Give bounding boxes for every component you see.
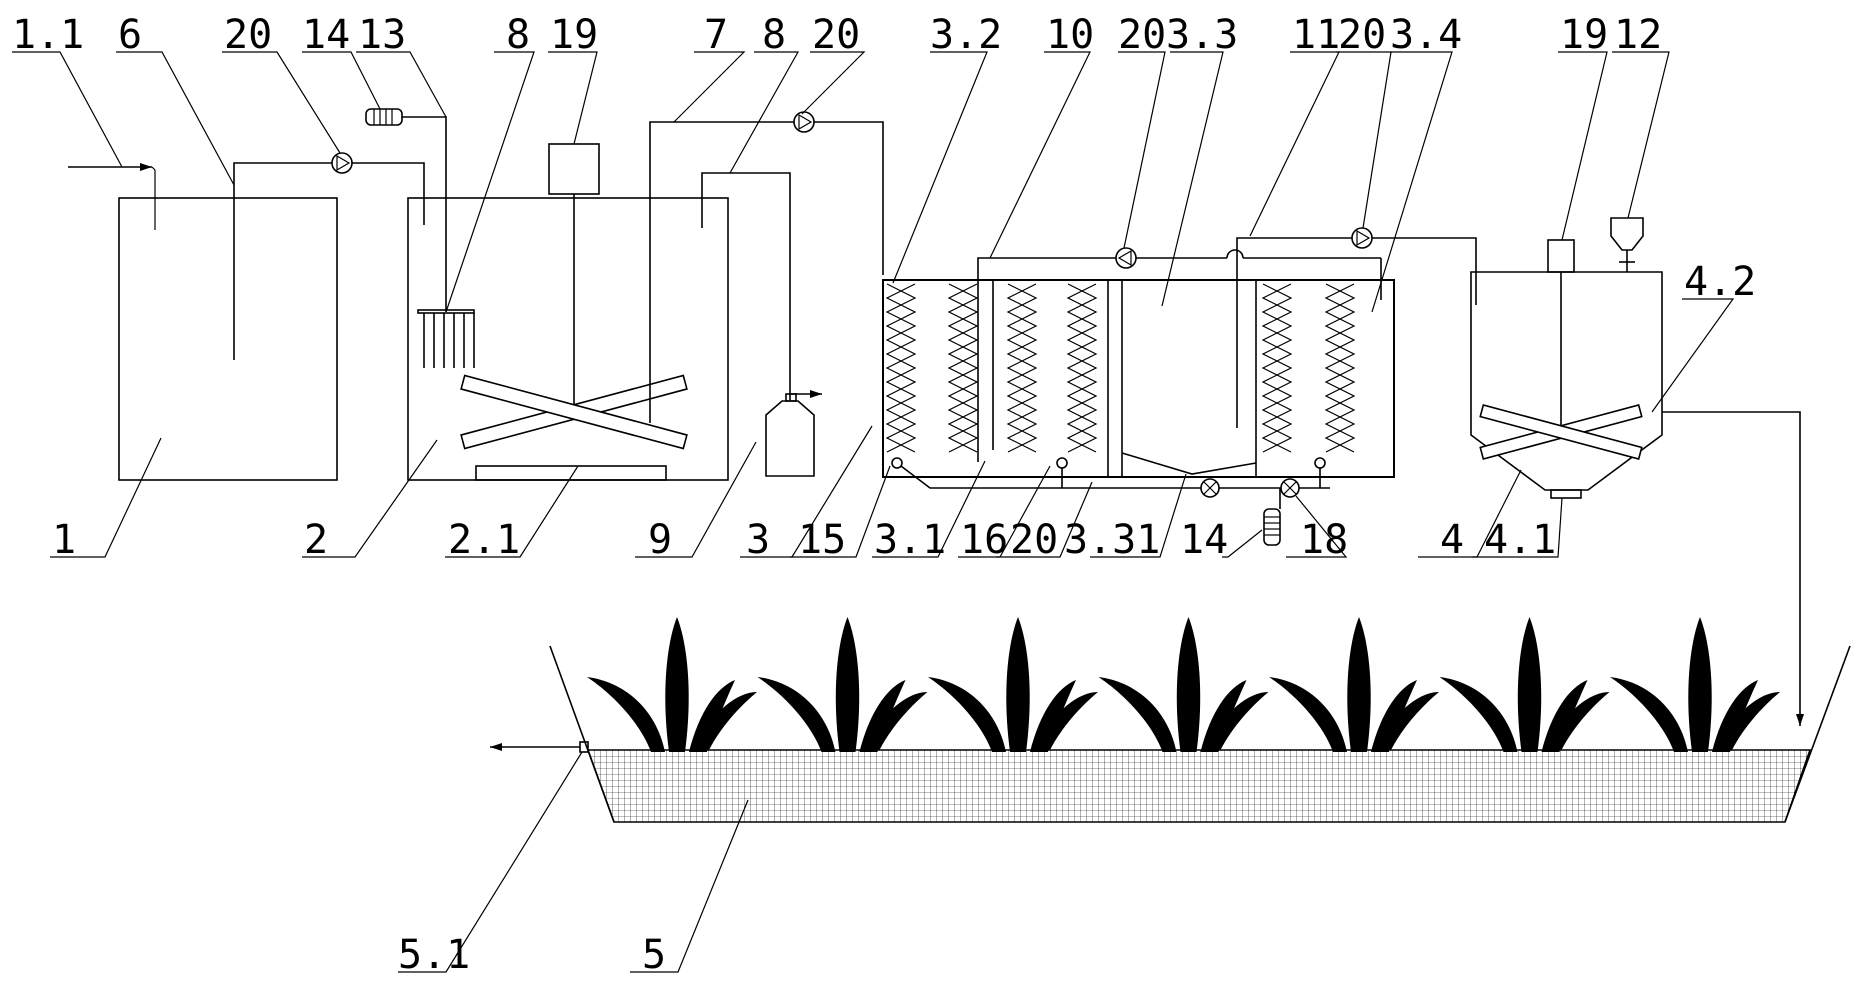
label-8-b: 8 xyxy=(762,12,786,58)
label-1-1: 1.1 xyxy=(12,12,84,58)
gas-cylinder-14-bottom xyxy=(1263,508,1281,546)
motor-icon xyxy=(548,143,600,195)
pipe-4-2 xyxy=(1662,411,1804,726)
tank-2 xyxy=(407,143,729,481)
label-19-a: 19 xyxy=(550,12,598,58)
label-14-b: 14 xyxy=(1180,517,1228,563)
gas-cylinder-14-top xyxy=(365,108,447,312)
label-13: 13 xyxy=(358,12,406,58)
tank-1 xyxy=(118,170,338,481)
diffuser-icon xyxy=(1314,457,1326,469)
plant-icon xyxy=(1439,617,1610,752)
packing-column-6 xyxy=(1324,283,1356,453)
pipe-1-2 xyxy=(233,162,425,225)
label-6: 6 xyxy=(118,12,142,58)
label-15: 15 xyxy=(798,517,846,563)
label-20-b: 20 xyxy=(812,12,860,58)
label-10: 10 xyxy=(1046,12,1094,58)
label-4-2: 4.2 xyxy=(1684,259,1756,305)
label-4-1: 4.1 xyxy=(1484,517,1556,563)
label-9: 9 xyxy=(648,517,672,563)
label-2-1: 2.1 xyxy=(448,517,520,563)
label-3-31: 3.31 xyxy=(1064,517,1160,563)
label-3-2: 3.2 xyxy=(930,12,1002,58)
plant-icon xyxy=(1269,617,1439,752)
plant-icon xyxy=(928,617,1098,752)
air-line xyxy=(891,457,1330,509)
label-20-d: 20 xyxy=(1338,12,1386,58)
pipe-8 xyxy=(701,172,791,400)
plants xyxy=(587,617,1780,752)
label-20-a: 20 xyxy=(224,12,272,58)
label-5: 5 xyxy=(642,932,666,978)
leader-lines xyxy=(12,51,1735,973)
label-16: 16 xyxy=(960,517,1008,563)
label-3-1: 3.1 xyxy=(874,517,946,563)
plant-icon xyxy=(587,617,757,752)
packing-column-5 xyxy=(1261,283,1293,453)
plant-icon xyxy=(1098,617,1269,752)
label-8-a: 8 xyxy=(506,12,530,58)
motor-icon xyxy=(1547,239,1575,273)
pipe-10 xyxy=(977,247,1382,280)
plant-icon xyxy=(1610,617,1780,752)
label-3-3: 3.3 xyxy=(1166,12,1238,58)
label-4: 4 xyxy=(1440,517,1464,563)
label-3: 3 xyxy=(746,517,770,563)
label-18: 18 xyxy=(1300,517,1348,563)
packing-column-4 xyxy=(1066,283,1098,453)
label-3-4: 3.4 xyxy=(1390,12,1462,58)
packing-column-2 xyxy=(947,283,979,453)
valve-icon xyxy=(1200,478,1220,498)
tank-4 xyxy=(1470,217,1663,499)
pipe-7 xyxy=(649,111,884,423)
label-12: 12 xyxy=(1614,12,1662,58)
packing-column-3 xyxy=(1006,283,1038,453)
label-20-e: 20 xyxy=(1010,517,1058,563)
label-1: 1 xyxy=(52,517,76,563)
wetland-5 xyxy=(490,645,1851,823)
packing-column-1 xyxy=(885,283,917,453)
pipe-11 xyxy=(1236,227,1477,305)
packing-columns xyxy=(885,283,1356,453)
label-2: 2 xyxy=(304,517,328,563)
label-7: 7 xyxy=(704,12,728,58)
dosing-funnel-icon xyxy=(1610,217,1644,251)
label-19-b: 19 xyxy=(1560,12,1608,58)
diffuser-icon xyxy=(1056,457,1068,469)
label-20-c: 20 xyxy=(1118,12,1166,58)
diffuser-icon xyxy=(891,457,903,469)
reactor-3 xyxy=(882,266,1395,478)
vessel-9 xyxy=(765,390,822,477)
valve-18-icon xyxy=(1280,478,1300,498)
labels: 1.1 6 20 14 13 8 19 7 8 20 3.2 10 20 3.3… xyxy=(12,12,1756,978)
plant-icon xyxy=(757,617,928,752)
label-5-1: 5.1 xyxy=(398,932,470,978)
inlet-arrow xyxy=(68,163,156,171)
pump-icon xyxy=(331,152,353,174)
label-11: 11 xyxy=(1292,12,1340,58)
label-14-a: 14 xyxy=(302,12,350,58)
